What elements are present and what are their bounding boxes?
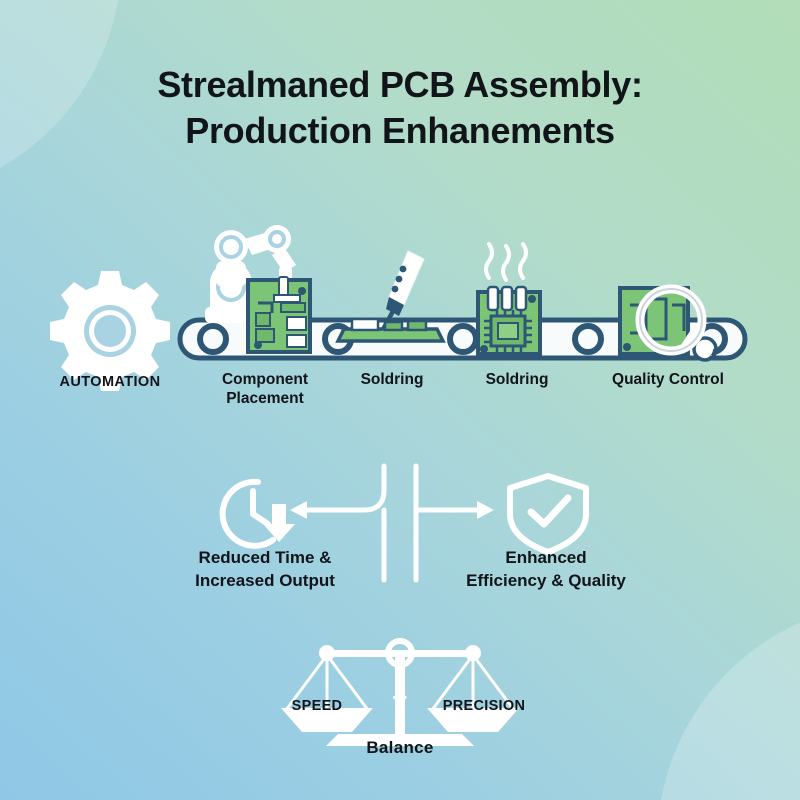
clock-down-arrow-icon [219, 478, 295, 549]
stage-1-label-line1: Component [221, 371, 309, 388]
robot-arm-icon [205, 225, 296, 323]
scale-pan-label-precision: PRECISION [442, 698, 526, 714]
flow-label-soldering-2: Soldring [455, 370, 579, 389]
stage-1-label-line2: Placement [226, 390, 304, 407]
reflow-chip-icon [476, 242, 542, 356]
pcb-board-flat-icon [335, 317, 446, 343]
benefit-left-line1: Reduced Time & [198, 548, 332, 567]
balance-caption: Balance [366, 738, 434, 757]
flow-label-automation: AUTOMATION [28, 373, 192, 392]
benefit-left-line2: Increased Output [195, 571, 335, 590]
flow-label-quality-control: Quality Control [580, 370, 756, 389]
benefits-section: Reduced Time & Increased Output Enhanced… [0, 462, 800, 602]
benefits-graphic [219, 463, 589, 583]
benefit-label-left: Reduced Time & Increased Output [120, 546, 410, 592]
automation-label-text: AUTOMATION [59, 374, 161, 390]
split-arrows-heads [290, 501, 494, 519]
balance-section: SPEED + PRECISION Balance [0, 628, 800, 768]
split-arrows-icon [295, 463, 485, 583]
stage-4-label-line1: Quality Control [612, 371, 724, 388]
flow-label-component-placement: Component Placement [185, 370, 345, 408]
benefit-right-line2: Efficiency & Quality [466, 571, 626, 590]
magnifier-inspection-icon [618, 284, 718, 362]
process-flow-graphic [50, 225, 748, 391]
process-flow-section: AUTOMATION Component Placement Soldring … [0, 225, 800, 408]
balance-scale-icon [281, 638, 519, 746]
benefit-right-line1: Enhanced [505, 548, 587, 567]
page-title: Strealmaned PCB Assembly: Production Enh… [0, 62, 800, 154]
stage-2-label-line1: Soldring [360, 371, 424, 388]
conveyor-belt-icon [177, 317, 748, 361]
gear-icon [50, 271, 170, 391]
title-line-2: Production Enhanements [185, 110, 615, 151]
stage-3-label-line1: Soldring [485, 371, 549, 388]
scale-pan-label-speed: SPEED [291, 698, 343, 714]
shield-check-icon [507, 473, 589, 555]
title-line-1: Strealmaned PCB Assembly: [157, 64, 643, 105]
balance-operator: + [392, 682, 408, 712]
benefit-label-right: Enhanced Efficiency & Quality [396, 546, 696, 592]
balance-scale-graphic [281, 638, 519, 746]
pcb-board-placement-icon [246, 276, 312, 354]
flow-label-soldering-1: Soldring [330, 370, 454, 389]
